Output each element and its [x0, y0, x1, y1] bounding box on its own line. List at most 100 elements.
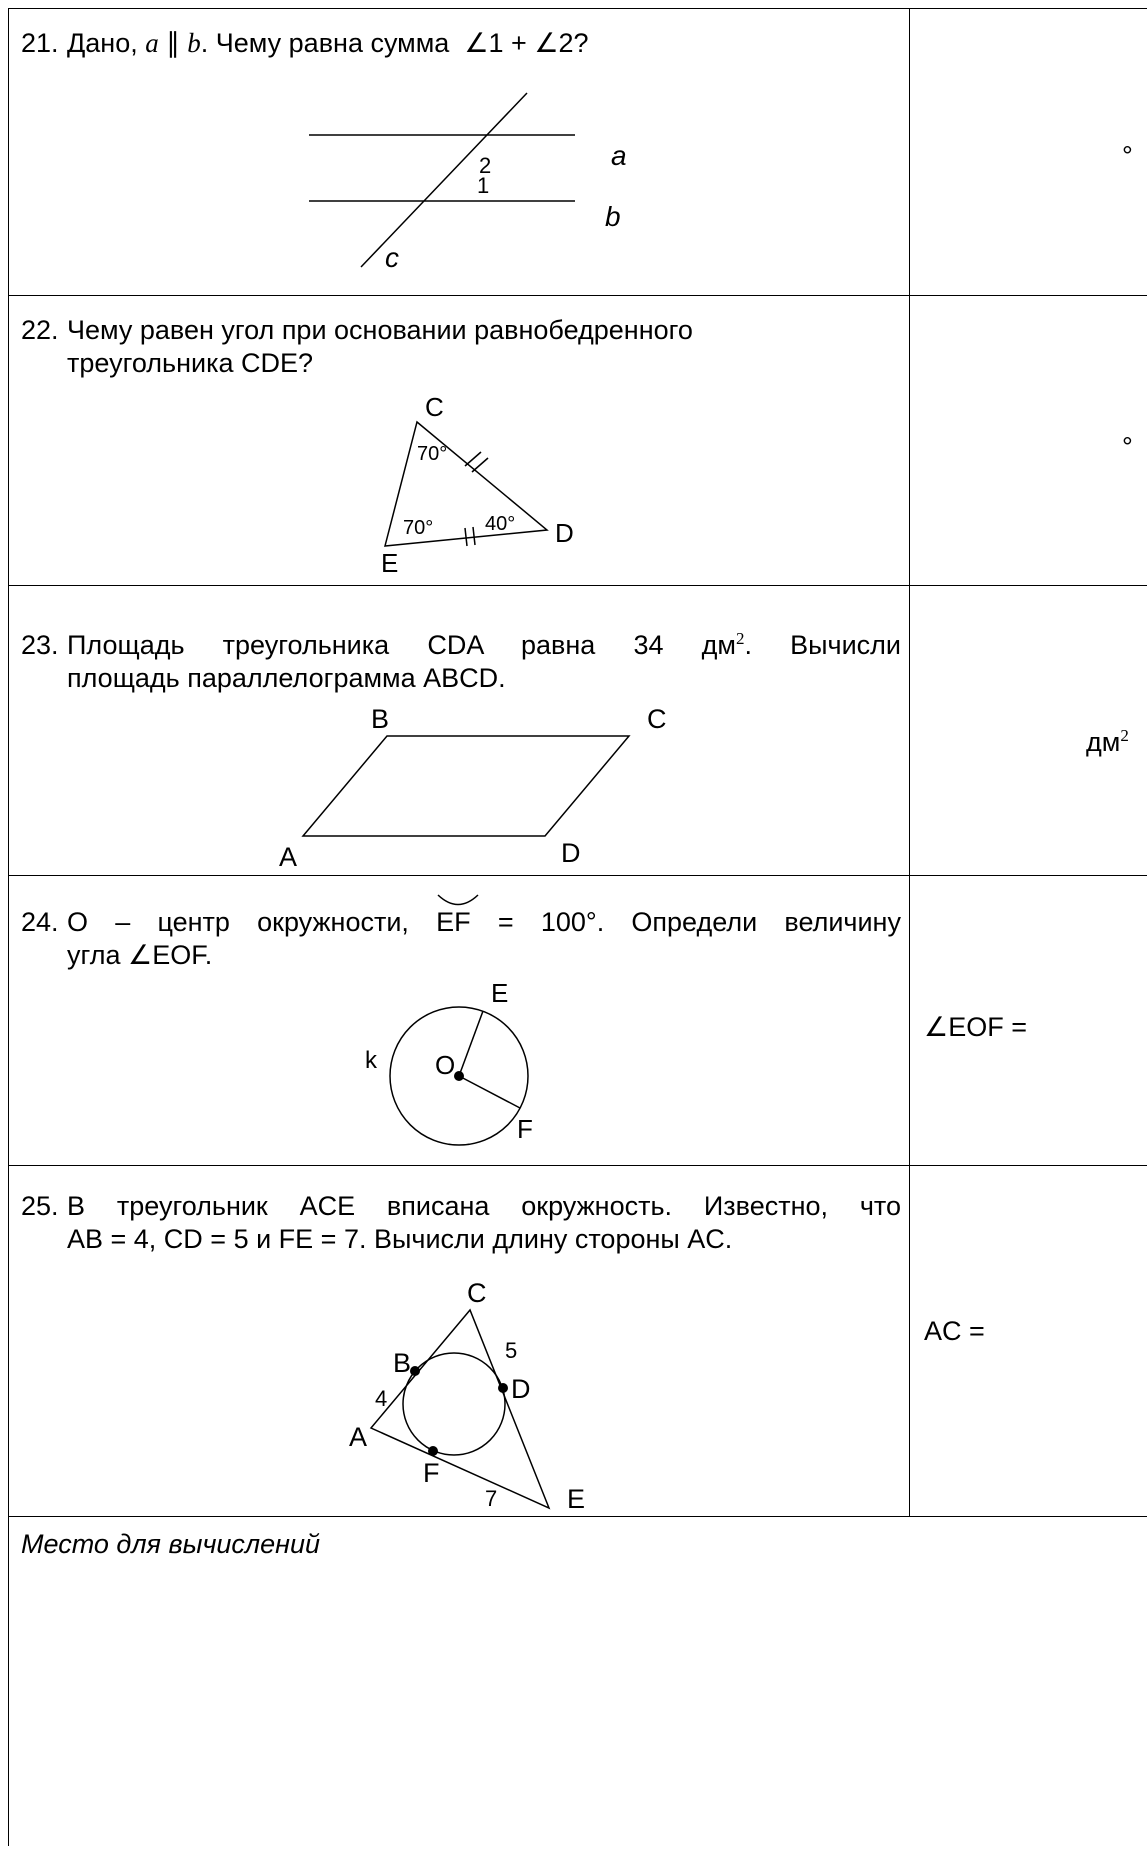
tick-mark [471, 457, 489, 473]
question-cell-23: 23. Площадь треугольника CDA равна 34 дм2… [8, 586, 910, 875]
parallelogram-abcd [301, 735, 631, 837]
question-text: O – центр окружности, [67, 907, 409, 937]
question-23-text: 23. Площадь треугольника CDA равна 34 дм2… [21, 622, 901, 695]
length-cd: 5 [505, 1338, 517, 1363]
point-f [428, 1446, 438, 1456]
label-e: E [491, 978, 508, 1008]
vertex-c: C [467, 1278, 487, 1308]
incircle [402, 1352, 506, 1456]
task-row-24: 24.O – центр окружности, EF = 100°. Опре… [8, 875, 1147, 1165]
question-number: 21. [21, 28, 59, 58]
parallel-lines-figure: a b c 1 2 [309, 92, 627, 273]
superscript: 2 [1120, 726, 1129, 745]
var-a: a [145, 28, 159, 58]
question-text: угла ∠EOF. [67, 940, 213, 970]
answer-cell-21[interactable]: ° [910, 9, 1147, 295]
vertex-c: C [425, 396, 444, 422]
question-cell-25: 25. В треугольник ACE вписана окружность.… [8, 1166, 910, 1516]
angle-2-label: 2 [479, 153, 491, 178]
arc-ef: EF [436, 894, 479, 939]
question-number: 24. [21, 907, 59, 937]
length-ab: 4 [375, 1386, 387, 1411]
vertex-e: E [567, 1484, 585, 1514]
task-row-23: 23.Площадь треугольника CDA равна 34 дм2… [8, 585, 1147, 875]
label-c: c [385, 242, 399, 273]
label-o: O [435, 1050, 455, 1080]
angle-sum: ∠1 + ∠2? [464, 28, 589, 58]
vertex-d: D [555, 518, 574, 548]
radius-of [458, 1075, 521, 1109]
question-text: В треугольник ACE вписана окружность. Из… [67, 1191, 901, 1221]
question-text: Площадь треугольника CDA равна 34 дм [67, 630, 736, 660]
tick-mark [464, 451, 482, 467]
question-text: . Вычисли [744, 630, 902, 660]
calculation-area-label: Место для вычислений [21, 1529, 321, 1559]
label-b: b [605, 201, 621, 232]
angle-c-label: 70° [417, 443, 447, 465]
task-row-22: 22. Чему равен угол при основании равнобе… [8, 295, 1147, 585]
point-f-label: F [423, 1458, 440, 1488]
answer-label: ∠EOF = [924, 1012, 1027, 1042]
calculation-area[interactable]: Место для вычислений [8, 1516, 1147, 1846]
answer-unit: ° [1122, 141, 1133, 171]
tick-mark [472, 526, 476, 546]
answer-cell-23[interactable]: дм2 [910, 586, 1147, 875]
question-number: 23. [21, 630, 59, 660]
question-cell-22: 22. Чему равен угол при основании равнобе… [8, 296, 910, 585]
question-21-text: 21. Дано, a ∥ b. Чему равна сумма ∠1 + ∠2… [21, 27, 901, 60]
question-24-text: 24. O – центр окружности, EF = 100°. Опре… [21, 894, 901, 972]
task-row-21: 21.Дано, a ∥ b. Чему равна сумма ∠1 + ∠2… [8, 8, 1147, 295]
vertex-d: D [561, 838, 581, 868]
question-number: 25. [21, 1191, 59, 1221]
tick-mark [464, 527, 468, 547]
answer-unit: дм2 [1086, 726, 1129, 758]
answer-cell-22[interactable]: ° [910, 296, 1147, 585]
angle-d-label: 40° [485, 513, 515, 535]
isosceles-triangle-figure: C D E 70° 70° 40° [381, 396, 574, 576]
parallel-symbol: ∥ [166, 28, 180, 58]
unit-text: дм [1086, 727, 1121, 757]
vertex-c: C [647, 704, 667, 734]
question-text: треугольника CDE? [67, 348, 314, 378]
question-text: = 100°. Определи величину [497, 907, 901, 937]
answer-label: AC = [924, 1316, 985, 1346]
angle-1-label: 1 [477, 173, 489, 198]
question-text: площадь параллелограмма ABCD. [67, 663, 506, 693]
circle-k [389, 1006, 529, 1146]
vertex-a: A [279, 842, 297, 872]
parallelogram-figure: B C A D [279, 704, 667, 872]
point-b [410, 1366, 420, 1376]
superscript: 2 [735, 629, 745, 648]
arc-label: EF [436, 907, 471, 937]
point-d [498, 1383, 508, 1393]
transversal-c [360, 92, 528, 268]
question-22-text: 22. Чему равен угол при основании равнобе… [21, 314, 901, 380]
answer-cell-24[interactable]: ∠EOF = [910, 876, 1147, 1165]
question-25-text: 25. В треугольник ACE вписана окружность.… [21, 1190, 901, 1256]
circle-figure: E F O k [365, 978, 533, 1146]
length-fe: 7 [485, 1486, 497, 1511]
angle-e-label: 70° [403, 517, 433, 539]
vertex-a: A [349, 1422, 367, 1452]
answer-unit: ° [1122, 432, 1133, 462]
label-k: k [365, 1047, 378, 1074]
question-text: Чему равен угол при основании равнобедре… [67, 315, 693, 345]
center-point [454, 1071, 464, 1081]
triangle-ace [369, 1308, 551, 1510]
question-number: 22. [21, 315, 59, 345]
task-row-25: 25. В треугольник ACE вписана окружность.… [8, 1165, 1147, 1516]
var-b: b [187, 28, 201, 58]
label-a: a [611, 140, 627, 171]
question-cell-24: 24.O – центр окружности, EF = 100°. Опре… [8, 876, 910, 1165]
question-text: Дано, [67, 28, 138, 58]
worksheet: 21.Дано, a ∥ b. Чему равна сумма ∠1 + ∠2… [8, 8, 1147, 1874]
label-f: F [517, 1114, 533, 1144]
question-text: . Чему равна сумма [200, 28, 450, 58]
question-cell-21: 21.Дано, a ∥ b. Чему равна сумма ∠1 + ∠2… [8, 9, 910, 295]
vertex-e: E [381, 548, 398, 576]
answer-cell-25[interactable]: AC = [910, 1166, 1147, 1516]
incircle-triangle-figure: C A E B D F 4 5 7 [349, 1278, 585, 1514]
point-b-label: B [393, 1348, 411, 1378]
point-d-label: D [511, 1374, 531, 1404]
radius-oe [458, 1010, 484, 1077]
